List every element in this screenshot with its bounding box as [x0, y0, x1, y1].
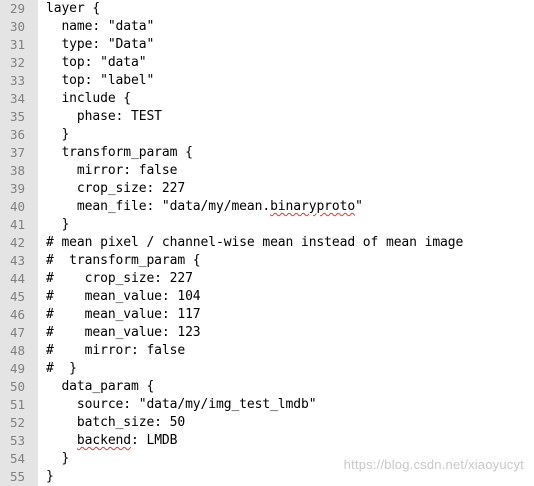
- line-number: 39: [9, 181, 25, 196]
- line-number: 45: [9, 289, 25, 304]
- line-code[interactable]: layer {: [46, 1, 101, 16]
- code-line: 52 batch_size: 50: [0, 414, 534, 432]
- code-line: 48 # mirror: false: [0, 342, 534, 360]
- line-number: 51: [9, 397, 25, 412]
- line-number: 50: [9, 379, 25, 394]
- code-line: 29 layer {: [0, 0, 534, 18]
- code-line: 49 # }: [0, 360, 534, 378]
- line-code[interactable]: # transform_param {: [46, 253, 201, 268]
- line-code[interactable]: mean_file: "data/my/mean.binaryproto": [46, 199, 363, 214]
- line-number: 31: [9, 37, 25, 52]
- code-line: 53 backend: LMDB: [0, 432, 534, 450]
- line-number: 35: [9, 109, 25, 124]
- line-code[interactable]: phase: TEST: [46, 109, 162, 124]
- code-line: 44 # crop_size: 227: [0, 270, 534, 288]
- spellcheck-word: binaryproto: [270, 199, 356, 214]
- line-code[interactable]: transform_param {: [46, 145, 193, 160]
- code-line: 55}: [0, 468, 534, 486]
- line-number: 53: [9, 433, 25, 448]
- line-code[interactable]: }: [46, 451, 70, 466]
- line-number: 30: [9, 19, 25, 34]
- line-code[interactable]: # mean_value: 104: [46, 289, 201, 304]
- line-number: 32: [9, 55, 25, 70]
- line-code[interactable]: # mean pixel / channel-wise mean instead…: [46, 235, 464, 250]
- line-number: 47: [9, 325, 25, 340]
- line-number: 33: [9, 73, 25, 88]
- code-line: 46 # mean_value: 117: [0, 306, 534, 324]
- line-code[interactable]: data_param {: [46, 379, 155, 394]
- line-code[interactable]: # mirror: false: [46, 343, 186, 358]
- line-code[interactable]: mirror: false: [46, 163, 178, 178]
- line-code[interactable]: }: [46, 469, 54, 484]
- watermark: https://blog.csdn.net/xiaoyucyt: [343, 457, 524, 472]
- line-number: 40: [9, 199, 25, 214]
- line-code[interactable]: name: "data": [46, 19, 155, 34]
- spellcheck-word: backend: [76, 433, 132, 448]
- line-number: 52: [9, 415, 25, 430]
- line-code[interactable]: }: [46, 127, 70, 142]
- code-line: 47 # mean_value: 123: [0, 324, 534, 342]
- line-code[interactable]: # crop_size: 227: [46, 271, 193, 286]
- code-line: 41 }: [0, 216, 534, 234]
- line-code[interactable]: batch_size: 50: [46, 415, 186, 430]
- line-code[interactable]: type: "Data": [46, 37, 155, 52]
- code-line: 31 type: "Data": [0, 36, 534, 54]
- line-code[interactable]: crop_size: 227: [46, 181, 186, 196]
- line-code[interactable]: backend: LMDB: [76, 433, 178, 448]
- code-line: 32 top: "data": [0, 54, 534, 72]
- line-number: 41: [9, 217, 25, 232]
- code-line: 30 name: "data": [0, 18, 534, 36]
- line-number: 46: [9, 307, 25, 322]
- code-line: 38 mirror: false: [0, 162, 534, 180]
- line-number: 29: [9, 1, 25, 16]
- line-number: 34: [9, 91, 25, 106]
- line-number: 38: [9, 163, 25, 178]
- code-line: 54 }: [0, 450, 534, 468]
- code-line: 51 source: "data/my/img_test_lmdb": [0, 396, 534, 414]
- code-line: 40 mean_file: "data/my/mean.binaryproto": [0, 198, 534, 216]
- code-line: 33 top: "label": [0, 72, 534, 90]
- line-code[interactable]: # mean_value: 123: [46, 325, 201, 340]
- line-number: 37: [9, 145, 25, 160]
- line-number: 54: [9, 451, 25, 466]
- line-code[interactable]: include {: [46, 91, 131, 106]
- line-number: 43: [9, 253, 25, 268]
- line-number: 49: [9, 361, 25, 376]
- code-line: 39 crop_size: 227: [0, 180, 534, 198]
- line-number: 42: [9, 235, 25, 250]
- line-code[interactable]: source: "data/my/img_test_lmdb": [46, 397, 317, 412]
- line-number: 44: [9, 271, 25, 286]
- line-number-gutter: [0, 0, 38, 486]
- line-code[interactable]: # }: [46, 361, 77, 376]
- code-line: 50 data_param {: [0, 378, 534, 396]
- code-line: 36 }: [0, 126, 534, 144]
- line-number: 48: [9, 343, 25, 358]
- code-line: 45 # mean_value: 104: [0, 288, 534, 306]
- line-number: 55: [9, 469, 25, 484]
- line-code[interactable]: # mean_value: 117: [46, 307, 201, 322]
- code-line: 35 phase: TEST: [0, 108, 534, 126]
- code-line: 43 # transform_param {: [0, 252, 534, 270]
- line-code[interactable]: top: "label": [46, 73, 155, 88]
- line-number: 36: [9, 127, 25, 142]
- line-code[interactable]: top: "data": [46, 55, 147, 70]
- line-code[interactable]: }: [46, 217, 70, 232]
- code-line: 34 include {: [0, 90, 534, 108]
- code-line: 37 transform_param {: [0, 144, 534, 162]
- code-line: 42 # mean pixel / channel-wise mean inste…: [0, 234, 534, 252]
